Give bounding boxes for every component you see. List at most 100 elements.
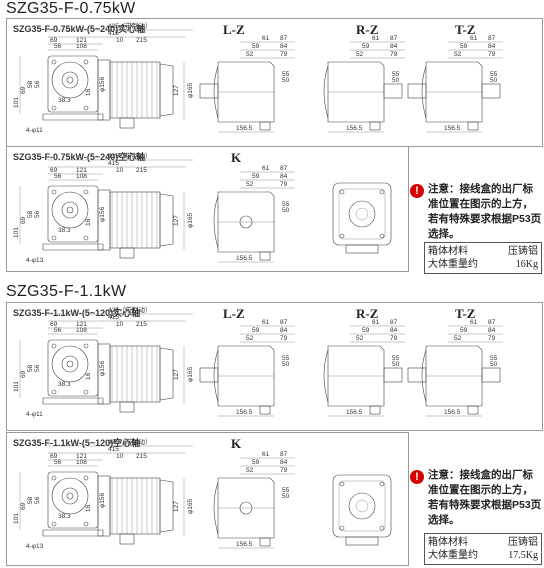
dimension-label: 156.5 (236, 541, 253, 548)
dimension-label: 50 (282, 77, 290, 84)
dimension-label: 415 (108, 314, 119, 321)
dimension-label: 79 (280, 181, 288, 188)
dimension-label: 50 (392, 361, 400, 368)
dimension-label: 59 (460, 327, 468, 334)
dimension-label: 52 (356, 51, 364, 58)
dimension-label: 415 (108, 446, 119, 453)
flange-end-view-drawing (332, 474, 392, 546)
dimension-label: 87 (280, 165, 288, 172)
dimension-label: 52 (246, 51, 254, 58)
dimension-label: 87 (280, 451, 288, 458)
view-label-rz: R-Z (356, 22, 379, 37)
dimension-label: 58 (27, 364, 34, 372)
dimension-label: 79 (390, 51, 398, 58)
dimension-label: 10 (116, 321, 124, 328)
dimension-label: 56 (54, 327, 62, 334)
dimension-label: 50 (490, 361, 498, 368)
dimension-label: 156.5 (346, 125, 363, 132)
dimension-label: 59 (252, 327, 260, 334)
dimension-label: 425（带制动） (108, 305, 151, 314)
dimension-label: 4-φ13 (26, 257, 44, 264)
material-value: 压铸铝 (508, 246, 538, 257)
view-label-tz: T-Z (455, 306, 476, 321)
dimension-label: 127 (173, 85, 180, 96)
dimension-label: 59 (252, 43, 260, 50)
dimension-label: 59 (362, 327, 370, 334)
weight-label: 大体重量约 (428, 259, 478, 270)
flange-end-view-drawing (332, 182, 392, 254)
dimension-label: 52 (454, 51, 462, 58)
dimension-label: 69 (20, 216, 27, 224)
dimension-label: 87 (488, 319, 496, 326)
dimension-label: 215 (136, 37, 147, 44)
dimension-label: 121 (76, 167, 87, 174)
dimension-label: 16 (85, 504, 92, 512)
dimension-label: 10 (116, 37, 124, 44)
hollow-shaft-panel: SZG35-F-1.1kW-(5~120)空心轴 (6, 432, 409, 566)
spec-box: 箱体材料 压铸铝 大体重量约 16Kg (424, 242, 542, 274)
dimension-label: 87 (280, 35, 288, 42)
dimension-label: 69 (20, 370, 27, 378)
dimension-label: 58 (27, 496, 34, 504)
view-label-k: K (231, 150, 242, 165)
dimension-label: 61 (470, 35, 478, 42)
material-label: 箱体材料 (428, 246, 468, 257)
dimension-label: 56 (34, 496, 41, 504)
dimension-label: 61 (470, 319, 478, 326)
dimension-label: φ165 (187, 83, 194, 98)
dimension-label: 425（带制动） (108, 151, 151, 160)
dimension-label: 61 (262, 165, 270, 172)
dimension-label: 59 (362, 43, 370, 50)
dimension-label: 84 (390, 43, 398, 50)
dimension-label: 215 (136, 167, 147, 174)
view-label-rz: R-Z (356, 306, 379, 321)
dimension-label: 52 (356, 335, 364, 342)
dimension-label: 415 (108, 160, 119, 167)
dimension-label: 55 (392, 71, 400, 78)
dimension-label: 69 (50, 453, 58, 460)
dimension-label: φ156 (99, 493, 106, 508)
dimension-label: 108 (76, 173, 87, 180)
view-label-k: K (231, 436, 242, 451)
dimension-label: 61 (372, 35, 380, 42)
section-title: SZG35-F-0.75kW (6, 0, 136, 17)
dimension-label: 4-φ11 (26, 411, 43, 418)
dimension-label: 156.5 (444, 125, 461, 132)
dimension-label: φ165 (187, 213, 194, 228)
weight-value: 16Kg (515, 259, 538, 270)
note-text: 注意：接线盒的出厂标准位置在图示的上方，若有特殊要求根据P53页选择。 (428, 469, 542, 526)
dimension-label: 10 (116, 167, 124, 174)
dimension-label: 55 (490, 71, 498, 78)
dimension-label: 69 (20, 502, 27, 510)
dimension-label: 50 (282, 361, 290, 368)
dimension-label: 38.3 (58, 227, 71, 234)
dimension-label: 84 (280, 459, 288, 466)
dimension-label: φ165 (187, 499, 194, 514)
dimension-label: 52 (246, 181, 254, 188)
dimension-label: 58 (27, 210, 34, 218)
view-label-tz: T-Z (455, 22, 476, 37)
dimension-label: 79 (488, 335, 496, 342)
panel-title: SZG35-F-0.75kW-(5~240)实心轴 (13, 24, 146, 34)
dimension-label: 79 (488, 51, 496, 58)
material-label: 箱体材料 (428, 537, 468, 548)
dimension-label: 69 (50, 37, 58, 44)
dimension-label: 59 (460, 43, 468, 50)
dimension-label: 4-φ13 (26, 543, 44, 550)
dimension-label: 56 (54, 173, 62, 180)
dimension-label: 56 (34, 80, 41, 88)
dimension-label: 79 (280, 51, 288, 58)
dimension-label: 156.5 (236, 125, 253, 132)
dimension-label: 127 (173, 215, 180, 226)
dimension-label: 59 (252, 459, 260, 466)
